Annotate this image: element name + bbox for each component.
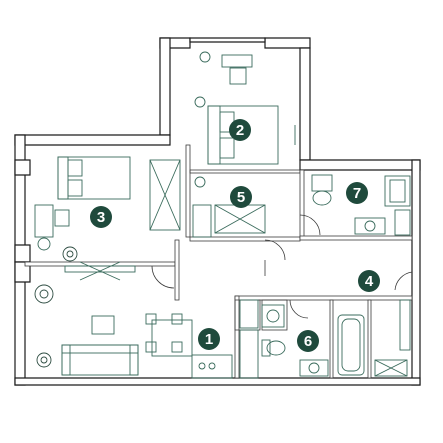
room-2-badge-label: 2 (236, 122, 244, 139)
room-2-badge: 2 (229, 119, 251, 141)
outer-walls (14, 37, 421, 386)
room-4-badge-circle (358, 270, 380, 292)
room-1-badge-label: 1 (205, 331, 213, 348)
bedroom-3-furniture (34, 156, 181, 281)
room-5-badge-circle (230, 186, 252, 208)
room-6-badge-circle (297, 330, 319, 352)
room-6-badge-label: 6 (304, 333, 312, 350)
room-5-badge-label: 5 (237, 189, 245, 206)
room-6-badge: 6 (297, 330, 319, 352)
room-2-badge-circle (229, 119, 251, 141)
room-7-badge-circle (346, 182, 368, 204)
room-3-badge-circle (90, 206, 112, 228)
bathroom-6-fixtures (261, 299, 411, 377)
room-4-badge: 4 (358, 270, 380, 292)
living-room-furniture (61, 299, 259, 379)
doors (151, 214, 413, 319)
room-1-badge: 1 (198, 328, 220, 350)
room-1-badge-circle (198, 328, 220, 350)
room-badges: 1 2 3 4 5 6 7 (90, 119, 380, 352)
room-3-badge-label: 3 (97, 209, 105, 226)
bedroom-2-furniture (194, 51, 296, 188)
room-7-fixtures (311, 174, 411, 236)
plants (34, 246, 78, 368)
room-5-badge: 5 (230, 186, 252, 208)
room-7-badge: 7 (346, 182, 368, 204)
room-3-badge: 3 (90, 206, 112, 228)
room-7-badge-label: 7 (353, 185, 361, 202)
room-4-badge-label: 4 (365, 273, 374, 290)
room-5-wardrobe (192, 204, 266, 238)
